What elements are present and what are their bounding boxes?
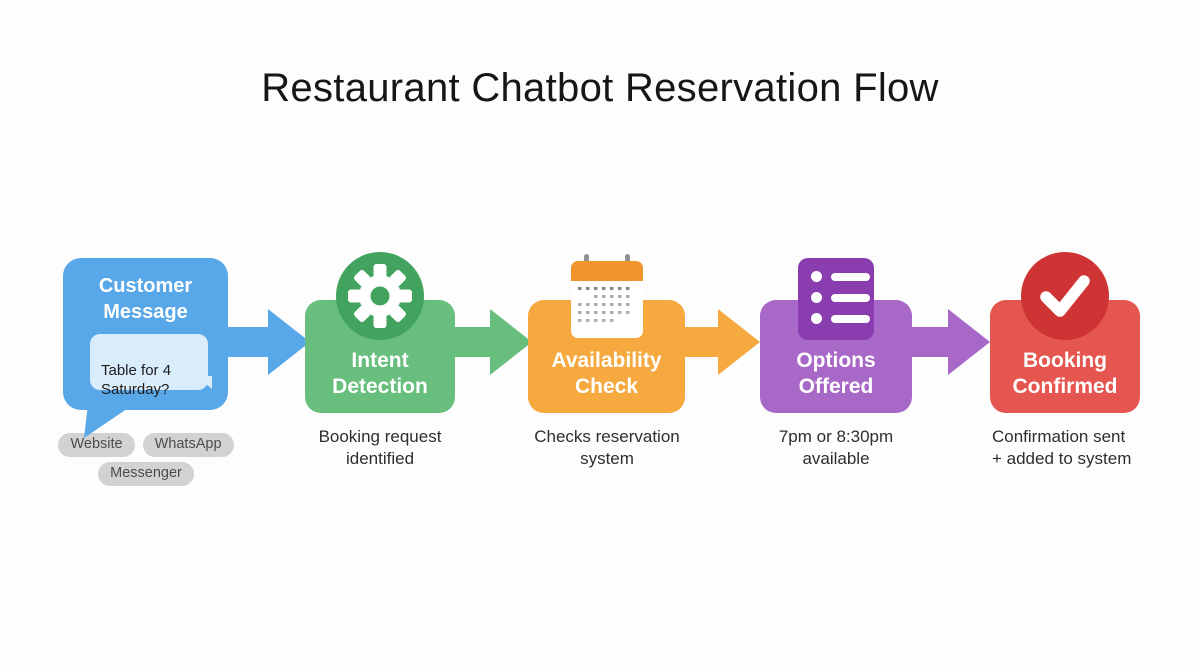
- stage-caption-intent-detection: Booking request identified: [318, 427, 442, 469]
- channel-tag-messenger: Messenger: [98, 462, 194, 486]
- channel-tag-website: Website: [58, 433, 135, 457]
- message-bubble-tail: [196, 376, 212, 389]
- channel-tags-row: Messenger: [55, 462, 237, 486]
- stage-label-options-offered: Options Offered: [796, 348, 876, 398]
- customer-message-text: Table for 4 Saturday?: [101, 361, 172, 399]
- flow-arrow-icon: [446, 309, 532, 375]
- flow-arrow-icon: [904, 309, 990, 375]
- flow-arrow-icon: [674, 309, 760, 375]
- stage-caption-availability-check: Checks reservation system: [534, 427, 680, 469]
- stage-label-booking-confirmed: Booking Confirmed: [1012, 348, 1118, 398]
- calendar-icon: [571, 254, 643, 338]
- stage-label-intent-detection: Intent Detection: [332, 348, 428, 398]
- check-icon: [1021, 252, 1109, 340]
- stage-caption-options-offered: 7pm or 8:30pm available: [778, 427, 894, 469]
- gear-icon: [336, 252, 424, 340]
- speech-bubble-tail: [84, 404, 134, 438]
- customer-message-bubble: Table for 4 Saturday?: [90, 334, 208, 398]
- channel-tags-row: Website WhatsApp: [55, 433, 237, 457]
- channel-tag-whatsapp: WhatsApp: [142, 433, 234, 457]
- flow-arrow-icon: [224, 309, 310, 375]
- stage-label-availability-check: Availability Check: [551, 348, 662, 398]
- stage-label-customer-message: Customer Message: [98, 275, 193, 323]
- stage-options-offered: Options Offered: [760, 300, 912, 413]
- stage-caption-booking-confirmed: Confirmation sent + added to system: [992, 427, 1132, 469]
- stage-customer-message: Customer Message Table for 4 Saturday?: [63, 258, 228, 410]
- list-icon: [798, 258, 874, 340]
- page-title: Restaurant Chatbot Reservation Flow: [261, 66, 939, 110]
